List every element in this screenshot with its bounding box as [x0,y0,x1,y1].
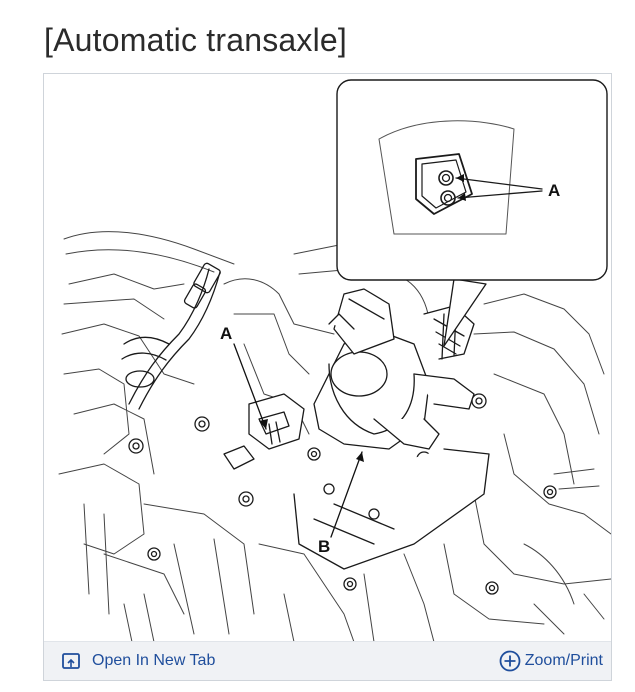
open-new-tab-icon [62,653,80,669]
page-title: [Automatic transaxle] [44,22,347,58]
shift-cable [121,262,221,410]
callout-a-inset: A [548,181,560,200]
callout-a-main: A [220,324,232,343]
transaxle-illustration: A A B [58,79,611,642]
zoom-plus-icon [499,650,521,672]
open-in-new-tab-label: Open In New Tab [92,652,216,669]
mounting-bracket [293,448,490,570]
callout-b: B [318,537,330,556]
figure-frame: A A B Open In New Tab Zoom/Print [43,73,612,681]
shift-lever-mechanism [313,288,487,450]
callout-leaders [233,343,364,538]
detail-inset [336,79,608,347]
open-in-new-tab-link[interactable]: Open In New Tab [62,642,215,680]
figure-toolbar: Open In New Tab Zoom/Print [44,641,611,680]
zoom-print-link[interactable]: Zoom/Print [499,642,603,680]
zoom-print-label: Zoom/Print [524,652,603,669]
cable-end-bracket [223,393,305,470]
